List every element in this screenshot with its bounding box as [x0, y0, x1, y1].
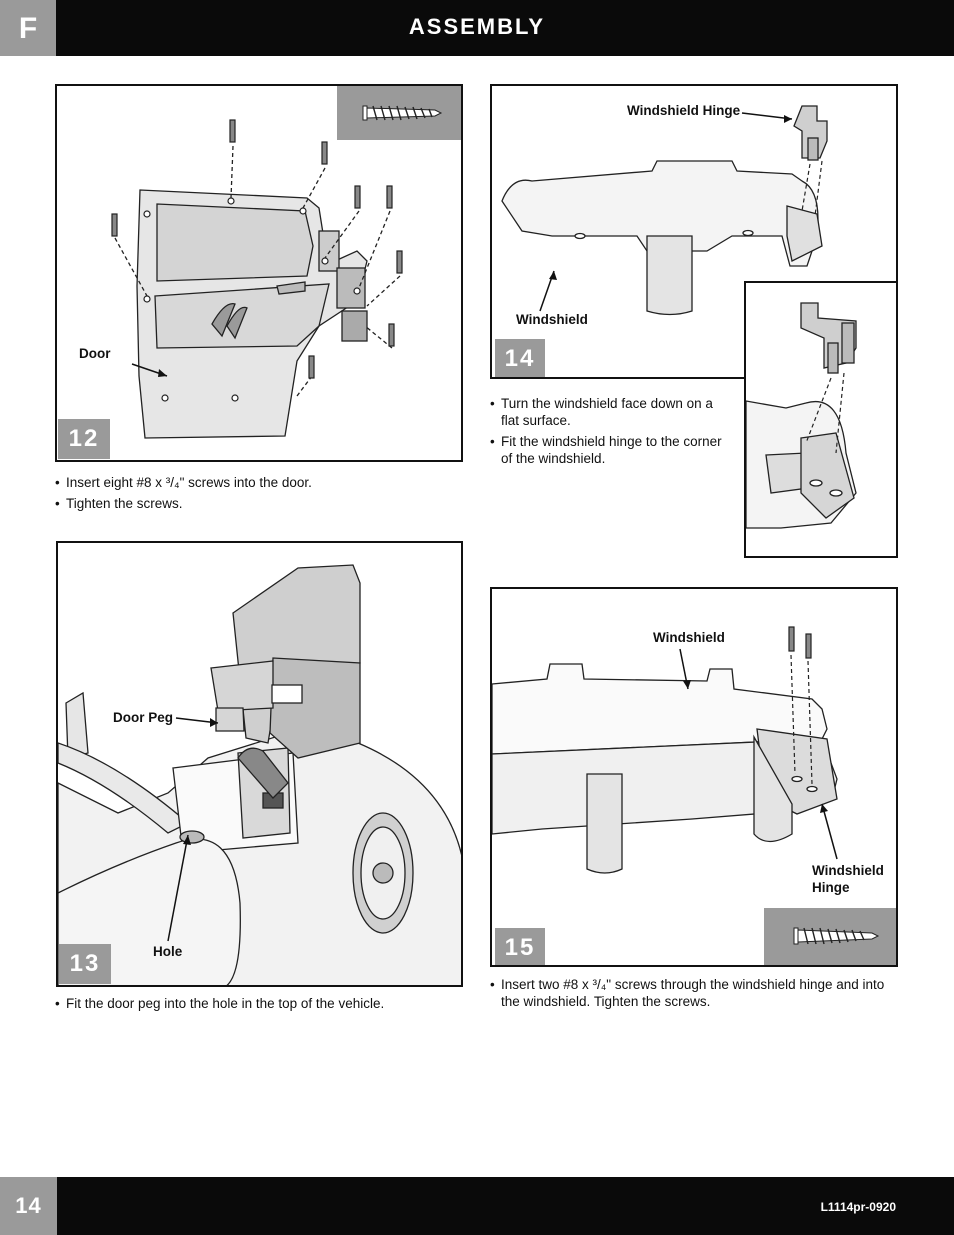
door-drawing — [111, 119, 403, 439]
step-15-illustration: Windshield Windshield Hinge 15 — [490, 587, 898, 967]
document-code: L1114pr-0920 — [820, 1200, 896, 1214]
windshield-screws-drawing — [492, 626, 838, 874]
page-title: ASSEMBLY — [408, 14, 546, 39]
hinge-closeup-drawing — [746, 302, 857, 529]
section-letter: F — [0, 0, 56, 56]
screw-size-box — [337, 86, 461, 140]
step-14-inset-closeup — [744, 281, 898, 558]
step-12-bullet: • Tighten the screws. — [55, 496, 183, 511]
windshield-hinge-label: Windshield Hinge — [812, 863, 884, 895]
step-14-bullet: • Fit the windshield hinge to the corner… — [490, 434, 722, 466]
page-footer: 14 L1114pr-0920 — [0, 1177, 954, 1235]
step-15-number: 15 — [495, 928, 545, 965]
step-12-number: 12 — [58, 419, 110, 459]
screw-size-box — [764, 908, 896, 965]
step-13-illustration: Door Peg Hole 13 — [56, 541, 463, 987]
step-15-bullet: • Insert two #8 x ³/₄" screws through th… — [490, 977, 885, 1009]
hole-label: Hole — [153, 944, 183, 959]
door-peg-label: Door Peg — [113, 710, 174, 725]
page-number: 14 — [0, 1177, 57, 1235]
step-13-number: 13 — [59, 944, 111, 984]
bullet-dot: • — [490, 434, 495, 449]
bullet-dot: • — [55, 996, 60, 1011]
step-14-bullet: • Turn the windshield face down on a fla… — [490, 396, 713, 428]
bullet-dot: • — [490, 396, 495, 411]
bullet-dot: • — [55, 496, 60, 511]
bullet-dot: • — [55, 475, 60, 490]
windshield-label: Windshield — [653, 630, 725, 645]
windshield-label: Windshield — [516, 312, 588, 327]
step-12-illustration: Door 12 — [55, 84, 463, 462]
page-header: F ASSEMBLY — [0, 0, 954, 56]
step-12-bullet: • Insert eight #8 x ³/₄" screws into the… — [55, 475, 312, 490]
bullet-dot: • — [490, 977, 495, 992]
screw-icon — [362, 105, 443, 121]
vehicle-drawing — [58, 564, 461, 985]
windshield-hinge-label: Windshield Hinge — [627, 103, 741, 118]
step-14-number: 14 — [495, 339, 545, 377]
step-13-bullet: • Fit the door peg into the hole in the … — [55, 996, 385, 1011]
door-label: Door — [79, 346, 111, 361]
screw-icon — [793, 927, 880, 945]
windshield-drawing — [501, 105, 828, 316]
